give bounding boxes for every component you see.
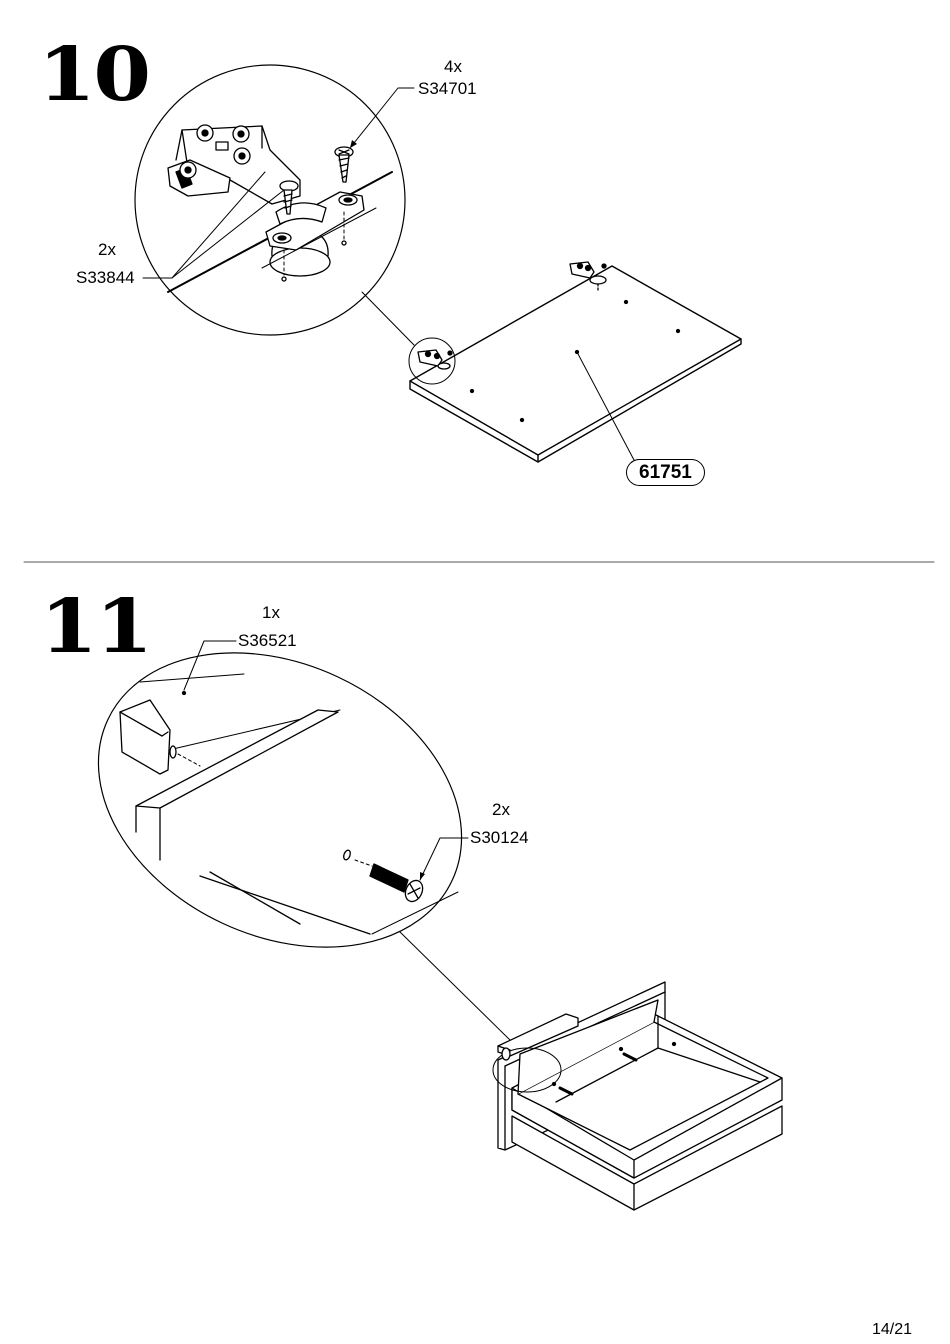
panel-part-tag: 61751 [626, 459, 705, 486]
door-panel [410, 266, 741, 462]
drawer-assembly [493, 982, 782, 1210]
screw-icon [335, 147, 353, 182]
long-screw-icon [342, 849, 425, 904]
hinge-part-code: S33844 [76, 269, 135, 286]
page-number: 14/21 [872, 1322, 912, 1338]
bumper-part-code: S36521 [238, 632, 297, 649]
bumper-icon [120, 700, 200, 774]
screw-part-code: S34701 [418, 80, 477, 97]
long-screw-quantity: 2x [492, 801, 510, 818]
step-number-11: 11 [40, 590, 151, 664]
bumper-quantity: 1x [262, 604, 280, 621]
screw-quantity: 4x [444, 58, 462, 75]
hinge-icon [168, 125, 364, 250]
hinge-quantity: 2x [98, 241, 116, 258]
step-number-10: 10 [38, 38, 149, 112]
long-screw-part-code: S30124 [470, 829, 529, 846]
